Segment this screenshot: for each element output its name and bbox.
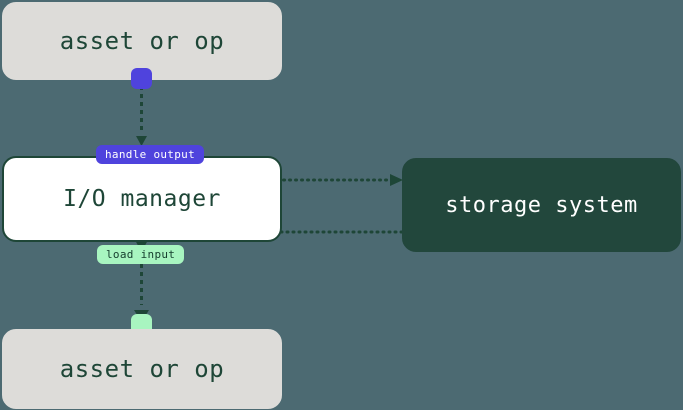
node-asset-or-op-bottom[interactable]: asset or op	[2, 329, 282, 409]
edge-asset-top-to-handle-output	[136, 86, 147, 146]
handle-output-port[interactable]	[131, 68, 152, 89]
edge-label-handle-output[interactable]: handle output	[96, 145, 204, 164]
node-label: storage system	[445, 192, 638, 218]
node-label: I/O manager	[63, 186, 221, 212]
edge-label-load-input[interactable]: load input	[97, 245, 185, 264]
node-io-manager[interactable]: I/O manager	[2, 156, 282, 242]
node-label: asset or op	[59, 355, 225, 383]
node-label: asset or op	[59, 27, 225, 55]
node-asset-or-op-top[interactable]: asset or op	[2, 2, 282, 80]
node-storage-system[interactable]: storage system	[402, 158, 681, 252]
